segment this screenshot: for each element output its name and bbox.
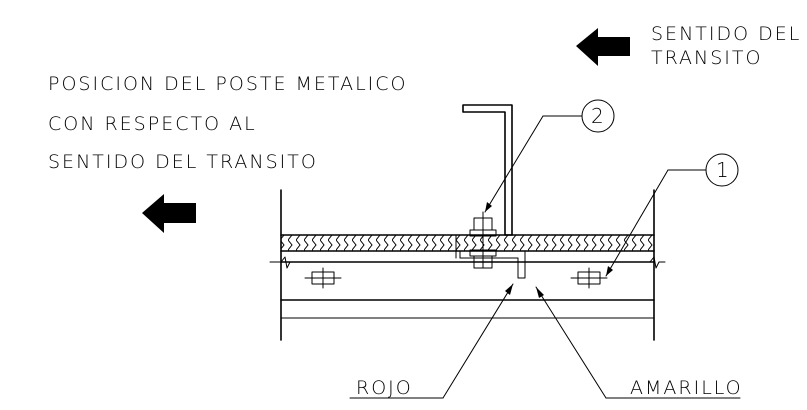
rojo-leader — [349, 283, 514, 399]
bolt-left-icon — [304, 267, 342, 289]
amarillo-leader — [535, 286, 741, 399]
label-rojo: ROJO — [356, 377, 413, 399]
callout-1-number: 1 — [716, 158, 729, 182]
bridge-section — [269, 189, 666, 341]
traffic-arrow-left-icon — [142, 194, 196, 233]
post-position-line3: SENTIDO DEL TRANSITO — [48, 151, 318, 173]
traffic-direction-line2: TRANSITO — [651, 47, 762, 69]
post-position-line1: POSICION DEL POSTE METALICO — [48, 73, 407, 95]
post-position-line2: CON RESPECTO AL — [48, 113, 257, 135]
bolt-right-icon — [570, 267, 608, 289]
label-amarillo: AMARILLO — [630, 377, 743, 399]
callout-2: 2 — [484, 99, 615, 213]
callout-1: 1 — [605, 153, 739, 277]
metal-post-bracket — [455, 104, 526, 279]
callout-2-number: 2 — [591, 104, 604, 128]
traffic-arrow-top-icon — [576, 28, 630, 66]
traffic-direction-line1: SENTIDO DEL — [651, 23, 801, 45]
